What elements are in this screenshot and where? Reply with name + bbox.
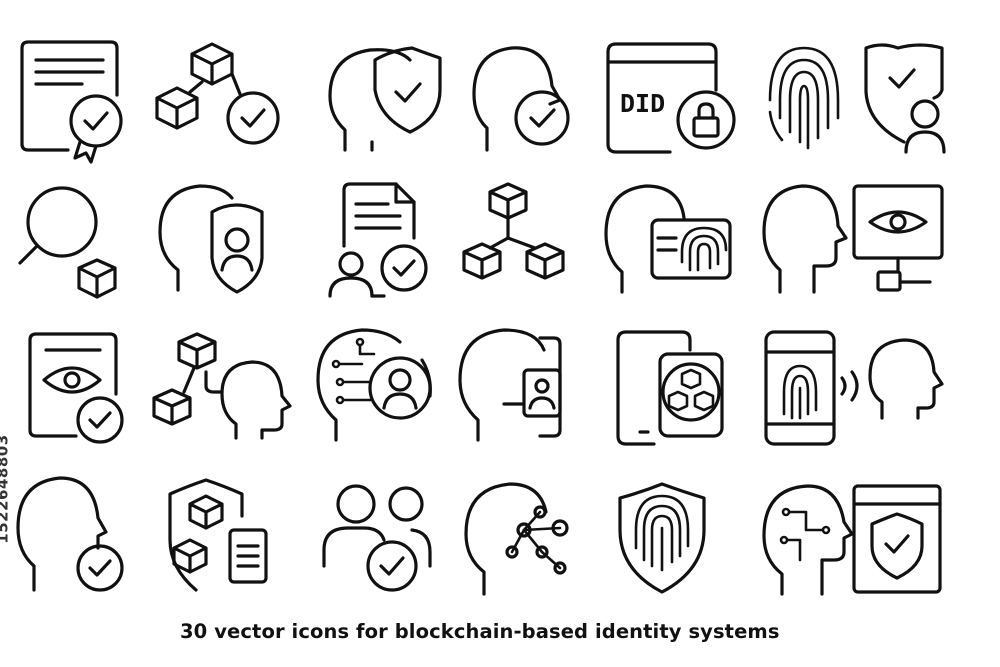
blockchain-nodes-icon [462,182,565,280]
document-eye-check-icon [28,332,124,444]
head-profile-badge-icon [158,184,264,294]
head-fingerprint-card-icon [604,184,732,294]
head-shield-icon [328,46,442,152]
fingerprint-icon [768,46,840,150]
head-circuit-user-icon [316,328,432,442]
users-check-icon [322,484,432,592]
shield-user-icon [864,43,946,154]
stock-id-watermark: 1522648803 [0,434,12,544]
shield-fingerprint-icon [618,482,706,594]
certificate-check-icon [20,40,123,164]
phone-fingerprint-head-icon [764,330,944,446]
phone-blockchain-icon [616,330,724,446]
head-check-icon [472,46,570,152]
head-face-scan-icon [458,328,562,442]
head-circuit-window-shield-icon [762,484,942,596]
did-lock-icon: DID [606,42,736,154]
caption: 30 vector icons for blockchain-based ide… [180,620,780,643]
head-network-icon [464,482,569,596]
shield-blocks-document-icon [168,478,268,592]
search-block-icon [18,186,117,299]
did-label: DID [620,89,665,118]
blocks-head-icon [152,332,292,440]
head-monitor-eye-icon [762,184,944,294]
head-check-icon-2 [16,476,124,592]
blockchain-check-icon [155,42,280,145]
document-user-check-icon [328,182,428,298]
